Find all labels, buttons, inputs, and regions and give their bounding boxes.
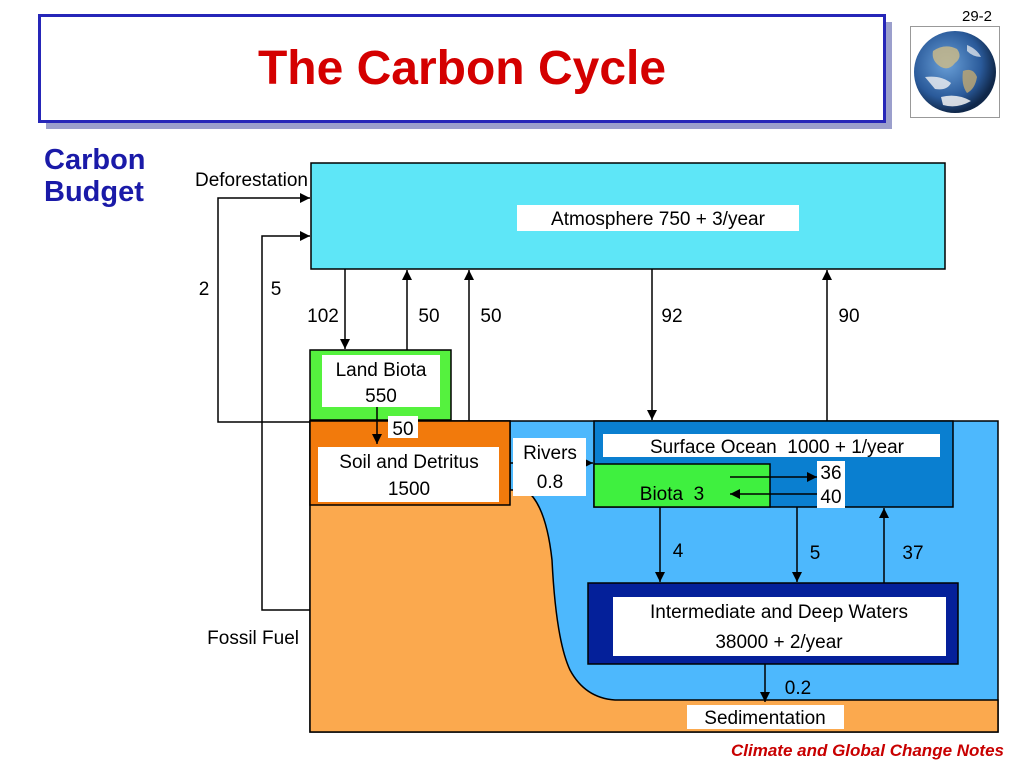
footer-notes: Climate and Global Change Notes (731, 741, 1004, 760)
sedimentation-label-bg (687, 705, 844, 729)
biota-exchange-values-bg (817, 461, 845, 508)
soil-label-line2: 1500 (388, 479, 430, 500)
atmosphere-label: Atmosphere 750 + 3/year (551, 209, 766, 230)
atmosphere-label-bg (517, 205, 799, 231)
slide-number: 29-2 (962, 8, 993, 25)
flow-atm-to-land-value: 102 (307, 306, 339, 327)
flow-rivers-value: 0.8 (537, 472, 563, 493)
title-box: The Carbon Cycle (38, 14, 886, 123)
flow-ocean-to-atm-value: 90 (838, 306, 859, 327)
fossil-fuel-label: Fossil Fuel (207, 628, 299, 649)
deep-waters-label-bg (613, 597, 946, 656)
flow-soil-to-atm-value: 50 (480, 306, 501, 327)
flow-sedimentation-value: 0.2 (785, 678, 811, 699)
earth-image (910, 26, 1000, 118)
surface-ocean-label-bg (603, 434, 940, 457)
flow-deep-to-surface-value: 37 (902, 543, 923, 564)
deep-waters-label-line2: 38000 + 2/year (715, 632, 843, 653)
flow-surface-to-deep-value: 5 (810, 543, 821, 564)
slide-title: The Carbon Cycle (257, 42, 667, 95)
flow-surface-to-biota-value: 36 (820, 463, 841, 484)
flow-land-to-soil-value: 50 (392, 419, 413, 440)
flow-biota-to-surface-value: 40 (820, 487, 841, 508)
flow-atm-to-ocean-value: 92 (661, 306, 682, 327)
fossil-fuel-arrow (261, 231, 310, 611)
deforestation-arrow (217, 193, 310, 423)
flow-fossil-fuel-value: 5 (271, 279, 282, 300)
flow-deforestation-value: 2 (199, 279, 210, 300)
heading-line-2: Budget (44, 176, 144, 208)
ocean-biota-label: Biota 3 (640, 484, 704, 505)
flow-biota-to-deep-value: 4 (673, 541, 684, 562)
ocean-biota-box (593, 463, 771, 508)
land-biota-label-bg (322, 355, 440, 407)
heading-line-1: Carbon (44, 144, 146, 176)
rivers-label-bg (513, 438, 586, 496)
flow-land-to-atm-value: 50 (418, 306, 439, 327)
surface-ocean-label: Surface Ocean 1000 + 1/year (650, 437, 905, 458)
rivers-label: Rivers (523, 443, 577, 464)
soil-label-line1: Soil and Detritus (339, 452, 478, 473)
land-to-soil-value-bg (388, 416, 418, 438)
carbon-budget-heading: Carbon Budget (44, 144, 146, 208)
deep-waters-label-line1: Intermediate and Deep Waters (650, 602, 908, 623)
sedimentation-label: Sedimentation (704, 708, 825, 729)
soil-label-bg (318, 447, 499, 502)
land-biota-label-line1: Land Biota (336, 360, 427, 381)
earth-globe-icon (914, 31, 996, 113)
deforestation-label: Deforestation (195, 170, 308, 191)
land-biota-label-line2: 550 (365, 386, 397, 407)
